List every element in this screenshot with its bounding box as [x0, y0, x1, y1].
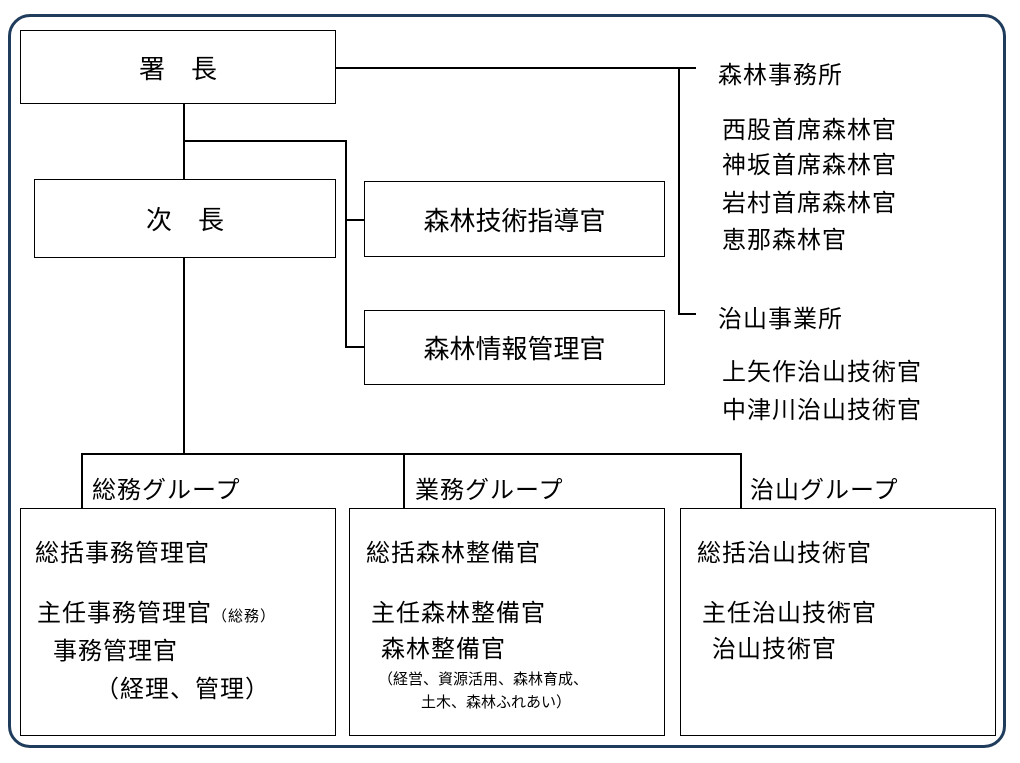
jichou-box: 次 長: [34, 179, 336, 258]
soumu-line2: 事務管理官: [53, 637, 178, 665]
connector: [81, 453, 83, 508]
soumu-line1: 主任事務管理官（総務）: [37, 593, 276, 628]
connector: [183, 258, 185, 454]
soumu-line1-text: 主任事務管理官: [37, 599, 212, 627]
connector: [740, 453, 742, 508]
jichou-label: 次 長: [145, 206, 224, 236]
shochou-box: 署 長: [20, 30, 336, 104]
office1-item: 西股首席森林官: [722, 116, 897, 144]
gyoumu-title: 総括森林整備官: [366, 539, 541, 567]
shochou-label: 署 長: [138, 54, 217, 85]
gyoumu-box: 総括森林整備官 主任森林整備官 森林整備官 （経営、資源活用、森林育成、 土木、…: [349, 508, 665, 736]
chisan-title: 総括治山技術官: [697, 539, 872, 567]
office1-item: 恵那森林官: [722, 226, 847, 254]
connector: [183, 140, 347, 142]
chisan-line1: 主任治山技術官: [702, 599, 877, 627]
gijutsu-label: 森林技術指導官: [423, 206, 606, 237]
connector: [678, 313, 696, 315]
connector: [336, 67, 686, 69]
office2-heading: 治山事業所: [718, 305, 843, 333]
connector: [345, 140, 347, 348]
group-label-chisan: 治山グループ: [750, 476, 899, 504]
office1-item: 神坂首席森林官: [722, 151, 897, 179]
office2-item: 中津川治山技術官: [722, 396, 922, 424]
connector: [81, 453, 742, 455]
connector: [678, 67, 680, 314]
jouhou-box: 森林情報管理官: [364, 310, 665, 385]
connector: [678, 67, 696, 69]
group-label-gyoumu: 業務グループ: [415, 476, 564, 504]
connector: [403, 453, 405, 508]
connector: [345, 346, 364, 348]
office1-item: 岩村首席森林官: [722, 189, 897, 217]
chisan-box: 総括治山技術官 主任治山技術官 治山技術官: [680, 508, 996, 736]
jouhou-label: 森林情報管理官: [423, 335, 606, 365]
soumu-line3: （経理、管理）: [95, 675, 270, 703]
connector: [345, 219, 364, 221]
group-label-soumu: 総務グループ: [92, 476, 241, 504]
gyoumu-line2: 森林整備官: [381, 635, 506, 663]
gyoumu-note1: （経営、資源活用、森林育成、: [378, 670, 589, 688]
gijutsu-box: 森林技術指導官: [364, 181, 665, 257]
diagram-frame: [8, 14, 1006, 748]
soumu-box: 総括事務管理官 主任事務管理官（総務） 事務管理官 （経理、管理）: [20, 508, 336, 736]
gyoumu-line1: 主任森林整備官: [371, 599, 546, 627]
soumu-title: 総括事務管理官: [35, 539, 210, 567]
office2-item: 上矢作治山技術官: [722, 358, 922, 386]
soumu-line1-suffix: （総務）: [212, 607, 277, 625]
gyoumu-note2: 土木、森林ふれあい）: [421, 693, 572, 711]
office1-heading: 森林事務所: [718, 61, 843, 89]
chisan-line2: 治山技術官: [712, 635, 837, 663]
